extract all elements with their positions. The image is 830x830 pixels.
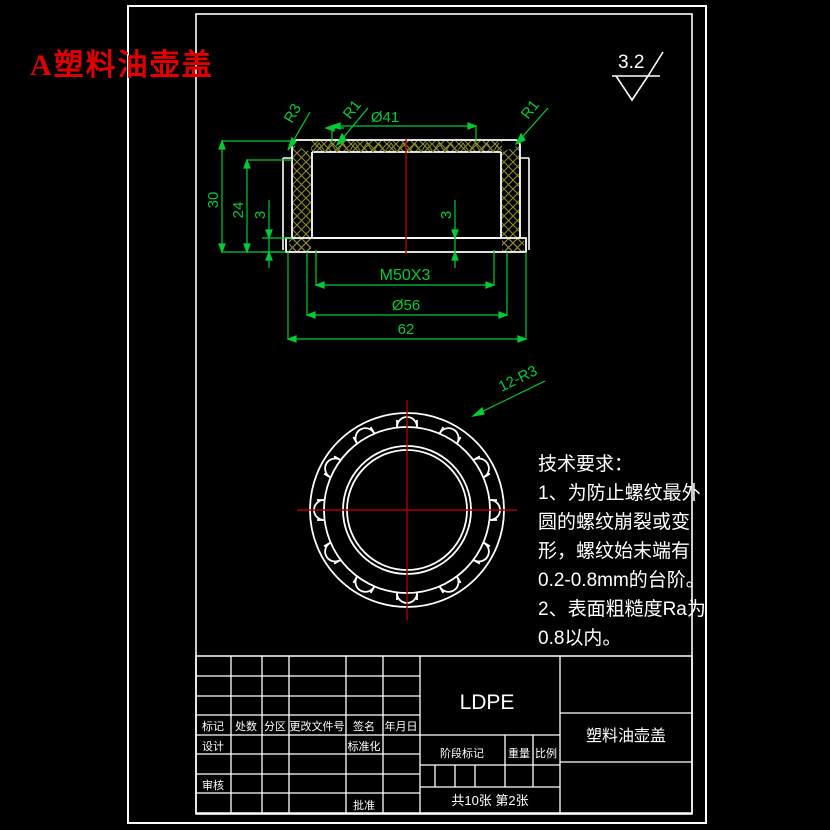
- part-name-value: 塑料油壶盖: [586, 727, 666, 745]
- revision-table: [196, 656, 421, 813]
- role-label-review: 审核: [202, 778, 224, 792]
- section-dimensions: Ø41 R3 R1 R1: [205, 97, 549, 343]
- dim-label-width-62: 62: [398, 321, 415, 338]
- technical-notes-line-2: 圆的螺纹崩裂或变: [538, 511, 690, 533]
- dim-label-thread-m50x3: M50X3: [380, 267, 431, 284]
- technical-notes-heading: 技术要求：: [538, 453, 633, 475]
- surface-finish-symbol: 3.2: [612, 51, 664, 102]
- section-hatch-left: [293, 145, 311, 252]
- technical-notes-line-3: 形，螺纹始末端有: [538, 540, 690, 562]
- drawing-title: A塑料油壶盖: [30, 49, 214, 82]
- bottom-view: 12-R3: [297, 362, 546, 620]
- role-label-design: 设计: [202, 740, 224, 753]
- dim-label-thickness-right-3: 3: [438, 211, 455, 219]
- dim-label-r3: R3: [281, 101, 305, 126]
- material-value: LDPE: [460, 691, 515, 714]
- stage-header-scale: 比例: [535, 746, 557, 760]
- rev-header-count: 处数: [235, 720, 257, 733]
- technical-notes-line-6: 0.8以内。: [538, 627, 621, 649]
- dim-label-height-24: 24: [230, 202, 247, 219]
- dim-label-diameter-56: Ø56: [392, 297, 420, 314]
- material-stage-labels: LDPE 阶段标记 重量 比例 共10张 第2张: [440, 691, 557, 808]
- role-label-approve: 批准: [353, 798, 375, 812]
- dim-label-diameter-41: Ø41: [371, 109, 399, 126]
- surface-finish-value: 3.2: [618, 52, 644, 73]
- revision-header-labels: 标记 处数 分区 更改文件号 签名 年月日 设计 标准化 审核 批准: [202, 719, 418, 812]
- dim-label-height-30: 30: [205, 192, 222, 209]
- technical-notes-line-5: 2、表面粗糙度Ra为: [538, 598, 706, 620]
- section-hatch-flange-right: [502, 239, 524, 252]
- rev-header-signature: 签名: [353, 719, 375, 733]
- dim-label-r1-left: R1: [340, 97, 365, 123]
- material-stage-table: [420, 656, 561, 813]
- section-hatch-right: [502, 145, 520, 252]
- role-label-standardize: 标准化: [348, 739, 381, 753]
- stage-header-weight: 重量: [508, 746, 530, 760]
- part-name-box: [560, 712, 692, 763]
- rev-header-mark: 标记: [202, 719, 224, 733]
- rev-header-doc-no: 更改文件号: [290, 719, 345, 733]
- bottom-view-dimensions: 12-R3: [471, 362, 546, 417]
- technical-notes: 技术要求： 1、为防止螺纹最外 圆的螺纹崩裂或变 形，螺纹始末端有 0.2-0.…: [538, 453, 706, 649]
- section-view: Ø41 R3 R1 R1: [205, 97, 549, 343]
- rev-header-zone: 分区: [264, 720, 286, 733]
- dim-label-thickness-left-3: 3: [252, 211, 269, 219]
- technical-notes-line-4: 0.2-0.8mm的台阶。: [538, 569, 705, 591]
- stage-header-mark: 阶段标记: [440, 746, 484, 760]
- bottom-view-centerlines: [297, 400, 517, 620]
- rev-header-date: 年月日: [385, 719, 418, 733]
- technical-notes-line-1: 1、为防止螺纹最外: [538, 482, 701, 504]
- sheet-border: [127, 5, 707, 824]
- section-step-lines: [282, 157, 530, 250]
- dim-label-12-r3: 12-R3: [496, 362, 540, 395]
- title-block: 标记 处数 分区 更改文件号 签名 年月日 设计 标准化 审核 批准: [195, 655, 693, 814]
- section-hatch-flange-left: [289, 239, 311, 252]
- sheet-info: 共10张 第2张: [451, 793, 528, 808]
